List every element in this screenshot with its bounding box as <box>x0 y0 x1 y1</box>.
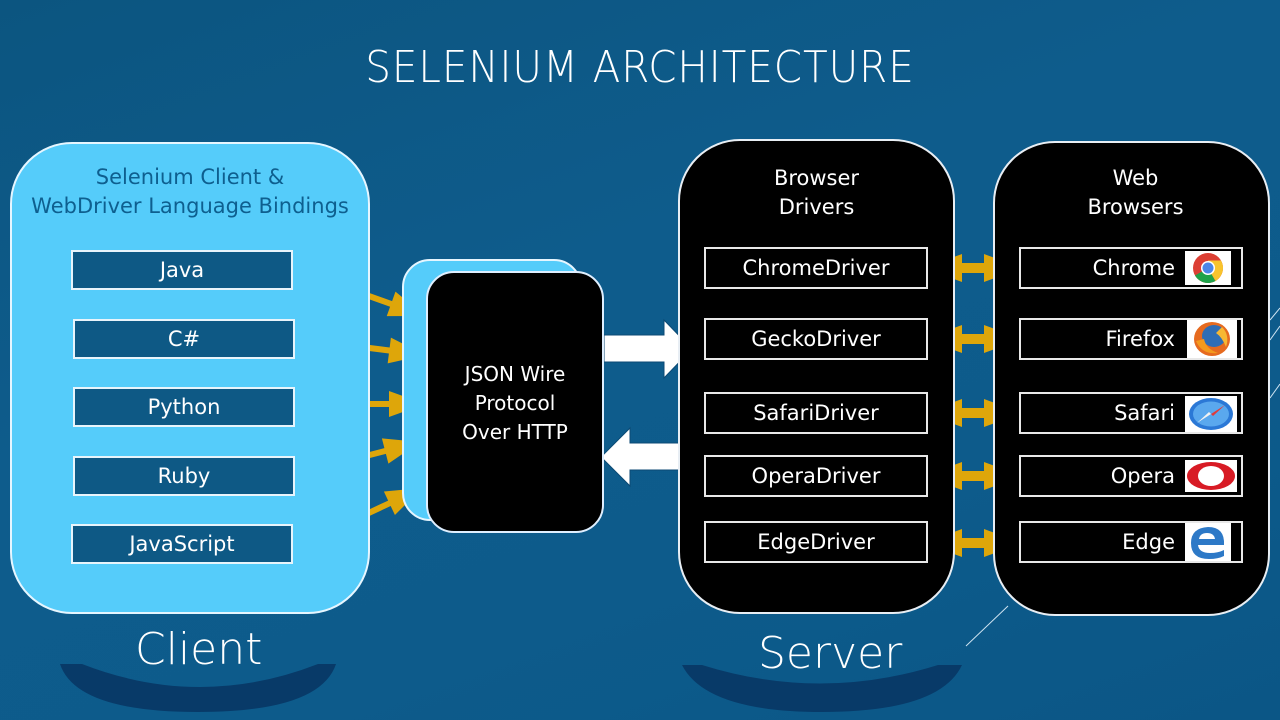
protocol-line1: JSON Wire <box>464 362 566 386</box>
browser-firefox: Firefox <box>1019 318 1243 360</box>
protocol-box <box>426 271 604 533</box>
client-heading-line2: WebDriver Language Bindings <box>31 194 349 218</box>
protocol-line3: Over HTTP <box>462 420 568 444</box>
browsers-heading-line1: Web <box>1112 166 1159 190</box>
language-ruby: Ruby <box>73 456 295 496</box>
browsers-heading: Web Browsers <box>993 164 1278 222</box>
response-arrow <box>600 426 691 488</box>
driver-opera: OperaDriver <box>704 455 928 497</box>
browser-edge: Edge <box>1019 521 1243 563</box>
driver-safari: SafariDriver <box>704 392 928 434</box>
decor-line <box>1269 307 1280 321</box>
language-csharp: C# <box>73 319 295 359</box>
language-javascript: JavaScript <box>71 524 293 564</box>
browser-safari: Safari <box>1019 392 1243 434</box>
server-base-label: Server <box>758 628 903 679</box>
client-heading: Selenium Client & WebDriver Language Bin… <box>10 163 370 221</box>
browser-label: Firefox <box>1105 327 1175 351</box>
browser-chrome: Chrome <box>1019 247 1243 289</box>
drivers-heading: Browser Drivers <box>678 164 955 222</box>
chrome-icon <box>1185 251 1231 285</box>
safari-icon <box>1185 396 1237 432</box>
decor-line <box>1269 383 1280 399</box>
language-python: Python <box>73 387 295 427</box>
drivers-heading-line2: Drivers <box>778 195 855 219</box>
server-base <box>682 665 962 712</box>
browser-opera: Opera <box>1019 455 1243 497</box>
browser-label: Chrome <box>1092 256 1175 280</box>
decor-line <box>1269 325 1280 341</box>
client-base-label: Client <box>135 624 263 675</box>
browser-label: Edge <box>1122 530 1175 554</box>
browsers-heading-line2: Browsers <box>1087 195 1184 219</box>
driver-chrome: ChromeDriver <box>704 247 928 289</box>
browser-label: Opera <box>1110 464 1175 488</box>
slide-title: SELENIUM ARCHITECTURE <box>365 42 915 93</box>
language-java: Java <box>71 250 293 290</box>
driver-gecko: GeckoDriver <box>704 318 928 360</box>
protocol-label: JSON Wire Protocol Over HTTP <box>426 360 604 447</box>
edge-icon <box>1185 523 1231 561</box>
client-base <box>60 664 336 712</box>
driver-edge: EdgeDriver <box>704 521 928 563</box>
client-heading-line1: Selenium Client & <box>95 165 285 189</box>
browser-label: Safari <box>1114 401 1175 425</box>
decor-line <box>965 605 1009 647</box>
drivers-heading-line1: Browser <box>773 166 860 190</box>
firefox-icon <box>1187 320 1237 358</box>
opera-icon <box>1185 460 1237 492</box>
protocol-line2: Protocol <box>474 391 556 415</box>
